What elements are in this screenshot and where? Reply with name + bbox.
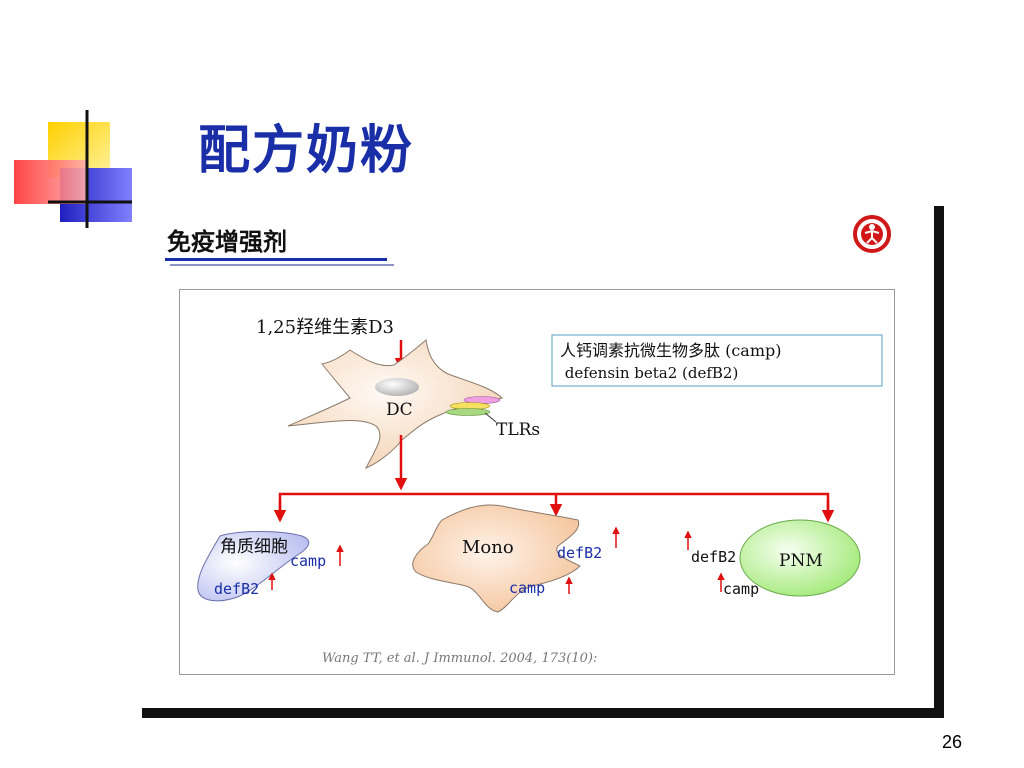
section-heading: 免疫增强剂 [167,228,287,256]
tlrs-label: TLRs [496,420,540,440]
pnm-camp: camp [723,580,759,598]
legend-line-defb2: defensin beta2 (defB2) [560,364,738,382]
corner-decoration [14,110,132,228]
mono-cell [412,504,581,613]
figure-frame: 1,25羟维生素D3 人钙调素抗微生物多肽 (camp) defensin be… [179,289,895,675]
pnm-label: PNM [779,551,823,571]
heading-underline [165,258,387,261]
heading-underline [170,264,394,266]
keratinocyte-label: 角质细胞 [220,537,288,557]
tlr-pointer [484,412,497,423]
mono-camp: camp [509,579,545,597]
keratinocyte-defb2: defB2 [214,580,259,598]
vitamin-d3-label: 1,25羟维生素D3 [256,317,394,338]
keratinocyte-cell [197,531,310,602]
legend-line-camp: 人钙调素抗微生物多肽 (camp) [560,341,782,360]
citation: Wang TT, et al. J Immunol. 2004, 173(10)… [322,651,597,666]
panel-shadow [934,206,944,718]
tlr-receptor [445,408,491,416]
dc-label: DC [386,400,413,420]
mechanism-diagram: 1,25羟维生素D3 人钙调素抗微生物多肽 (camp) defensin be… [197,317,883,666]
slide-title: 配方奶粉 [198,121,415,181]
page-number: 26 [942,732,963,752]
logo-icon [853,215,891,253]
keratinocyte-camp: camp [290,552,326,570]
pnm-cell [739,519,861,597]
branch-line [278,492,830,512]
mono-label: Mono [462,537,514,558]
legend-box [551,334,883,387]
mono-defb2: defB2 [557,544,602,562]
panel-shadow [142,708,944,718]
dc-nucleus [375,378,419,396]
pnm-defb2: defB2 [691,548,736,566]
